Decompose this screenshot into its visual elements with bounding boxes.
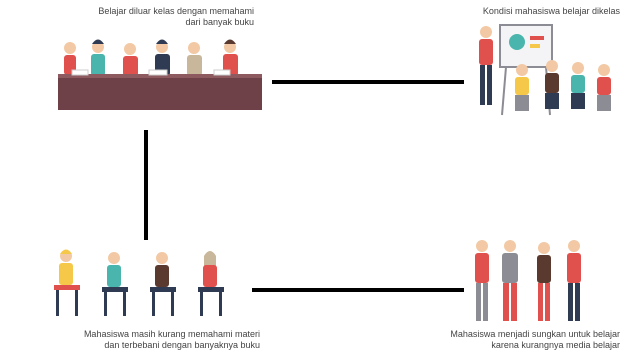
caption-line: Belajar diluar kelas dengan memahami bbox=[98, 6, 254, 16]
person-figure bbox=[475, 240, 489, 321]
caption-bottom-left: Mahasiswa masih kurang memahami materi d… bbox=[5, 329, 260, 351]
person-figure bbox=[515, 64, 529, 111]
person-figure bbox=[537, 242, 551, 321]
person-figure bbox=[54, 249, 80, 316]
person-figure bbox=[597, 64, 611, 111]
person-figure bbox=[91, 39, 105, 76]
person-figure bbox=[502, 240, 518, 321]
caption-line: dari banyak buku bbox=[185, 17, 254, 27]
person-figure bbox=[479, 26, 493, 105]
caption-line: Mahasiswa menjadi sungkan untuk belajar bbox=[450, 329, 620, 339]
person-figure bbox=[198, 251, 224, 316]
caption-line: Kondisi mahasiswa belajar dikelas bbox=[482, 6, 620, 16]
person-figure bbox=[102, 252, 128, 316]
table bbox=[58, 76, 262, 110]
caption-top-right: Kondisi mahasiswa belajar dikelas bbox=[420, 6, 620, 17]
person-figure bbox=[545, 60, 559, 109]
person-figure bbox=[571, 62, 585, 109]
caption-line: Mahasiswa masih kurang memahami materi bbox=[83, 329, 260, 339]
illustration-group-studying-at-table bbox=[58, 39, 262, 110]
person-figure bbox=[123, 43, 138, 76]
illustration-students-seated bbox=[54, 249, 224, 316]
caption-top-left: Belajar diluar kelas dengan memahami dar… bbox=[77, 6, 254, 28]
caption-bottom-right: Mahasiswa menjadi sungkan untuk belajar … bbox=[395, 329, 620, 351]
person-figure bbox=[567, 240, 581, 321]
caption-line: dan terbebani dengan banyaknya buku bbox=[104, 340, 260, 350]
whiteboard bbox=[499, 24, 553, 68]
caption-line: karena kurangnya media belajar bbox=[491, 340, 620, 350]
illustration-students-standing bbox=[475, 240, 581, 321]
person-figure bbox=[187, 42, 202, 76]
person-figure bbox=[150, 252, 176, 316]
illustration-classroom-presentation bbox=[479, 24, 611, 116]
